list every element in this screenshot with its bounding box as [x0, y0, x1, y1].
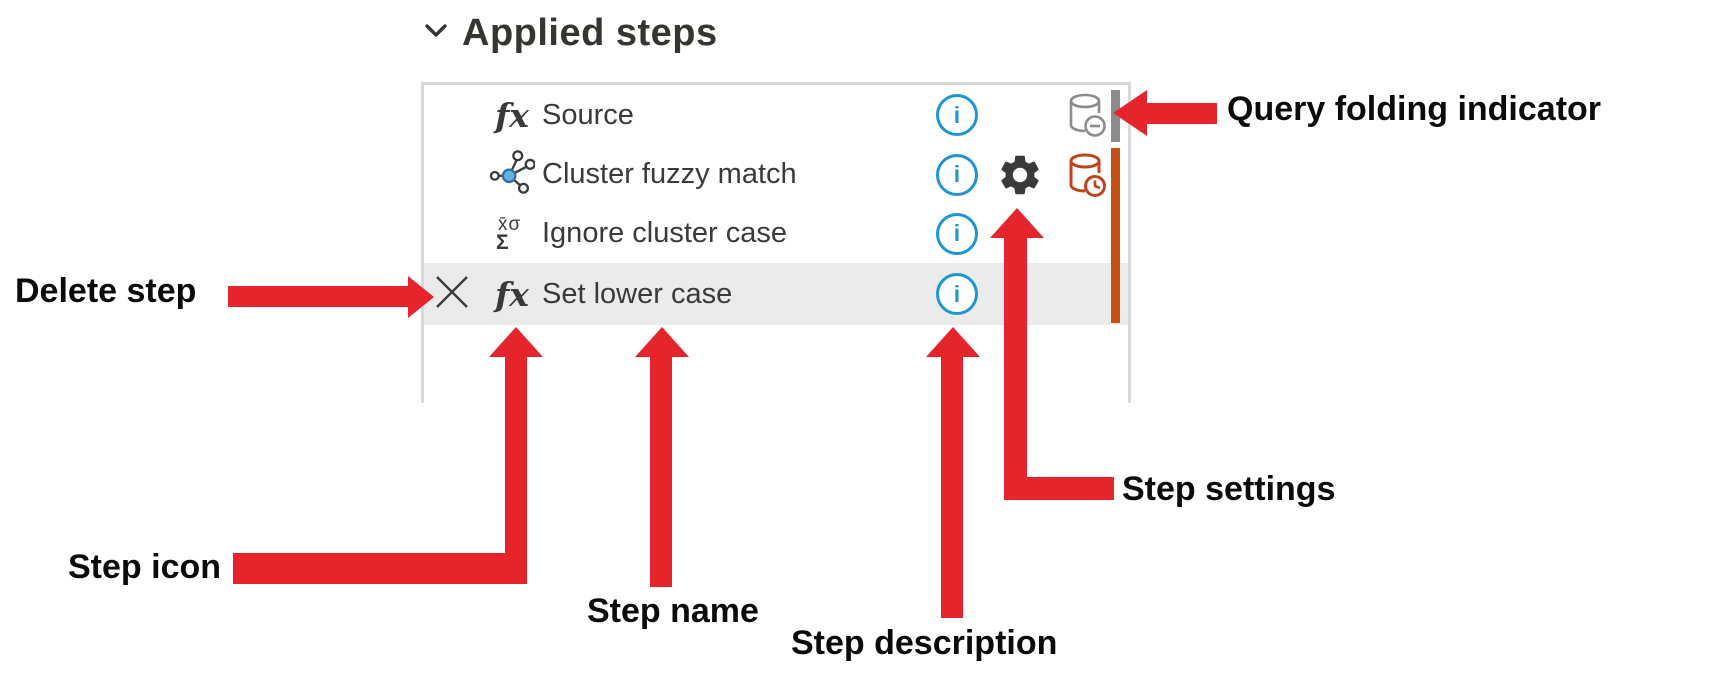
info-icon: i	[936, 153, 978, 196]
annotation-label: Delete step	[15, 272, 197, 310]
info-icon: i	[936, 94, 978, 136]
database-clock-icon	[1060, 145, 1110, 204]
applied-steps-header: Applied steps	[424, 12, 718, 55]
annotation-label: Query folding indicator	[1227, 90, 1602, 128]
step-name[interactable]: Ignore cluster case	[542, 217, 788, 249]
applied-step-row-ignore-cluster-case[interactable]: x̄σ Σ Ignore cluster case i	[424, 204, 1128, 263]
x-delete-icon	[434, 275, 470, 314]
database-minus-icon	[1060, 85, 1110, 145]
fx-icon: fx	[495, 274, 529, 314]
step-name[interactable]: Set lower case	[542, 277, 733, 310]
step-name[interactable]: Cluster fuzzy match	[542, 158, 797, 190]
query-folding-indicator-pending	[1111, 148, 1120, 323]
step-icon: x̄σ Σ	[488, 204, 536, 263]
annotation-label: Step icon	[68, 548, 222, 586]
step-icon: fx	[488, 85, 536, 145]
step-icon: fx	[488, 263, 536, 325]
arrow-left-icon	[1113, 90, 1147, 136]
step-name[interactable]: Source	[542, 98, 634, 131]
arrow-up-icon	[489, 327, 543, 357]
step-description-info-icon[interactable]: i	[934, 85, 980, 145]
step-settings-gear-icon[interactable]	[994, 145, 1046, 204]
applied-step-row-cluster-fuzzy-match[interactable]: Cluster fuzzy match i	[424, 145, 1128, 204]
delete-step-button[interactable]	[430, 263, 474, 325]
arrow-up-icon	[990, 208, 1044, 238]
applied-step-row-source[interactable]: fx Source i	[424, 85, 1128, 145]
fx-icon: fx	[495, 95, 529, 135]
arrow-up-icon	[926, 327, 980, 357]
step-description-info-icon[interactable]: i	[934, 145, 980, 204]
statistics-icon: x̄σ Σ	[496, 213, 522, 254]
chevron-down-icon[interactable]	[424, 23, 448, 44]
arrow-right-icon	[408, 276, 434, 318]
info-icon: i	[936, 212, 978, 255]
annotation-label: Step description	[791, 624, 1058, 662]
step-description-info-icon[interactable]: i	[934, 263, 980, 325]
info-icon: i	[936, 273, 978, 315]
section-title: Applied steps	[462, 12, 718, 54]
step-icon	[488, 145, 536, 204]
step-description-info-icon[interactable]: i	[934, 204, 980, 263]
arrow-up-icon	[635, 327, 689, 357]
cluster-fuzzy-match-icon	[489, 150, 536, 199]
annotation-label: Step settings	[1122, 470, 1336, 508]
annotation-label: Step name	[587, 592, 759, 630]
